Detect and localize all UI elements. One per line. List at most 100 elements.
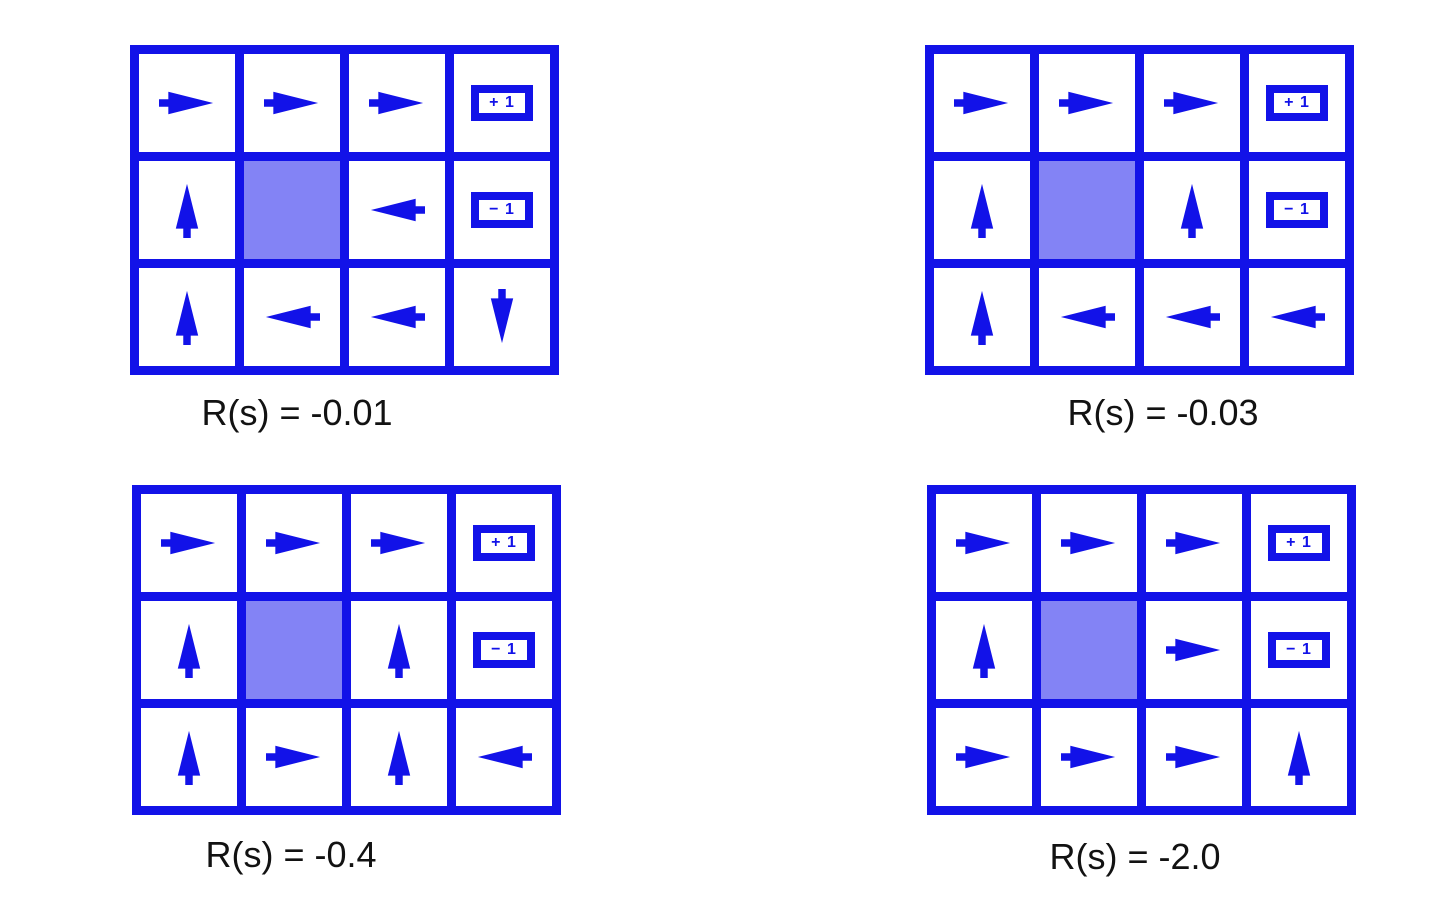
policy-arrow-left-icon: [370, 198, 425, 222]
policy-arrow-up-icon: [970, 183, 994, 238]
grid2-cell-r2c4-terminal-minus1: − 1: [1249, 161, 1345, 259]
grid2-cell-r2c3-policy-up: [1144, 161, 1240, 259]
policy-arrow-down-icon: [490, 289, 514, 344]
policy-arrow-right-icon: [371, 531, 426, 555]
policy-arrow-right-icon: [1166, 531, 1221, 555]
grid2-cell-r3c1-policy-up: [934, 268, 1030, 366]
grid1-cell-r3c4-policy-down: [454, 268, 550, 366]
gridworld-policy-r-2.0: + 1 − 1: [927, 485, 1356, 815]
grid1-cell-r3c2-policy-left: [244, 268, 340, 366]
grid2-cell-r1c2-policy-right: [1039, 54, 1135, 152]
grid1-cell-r3c3-policy-left: [349, 268, 445, 366]
grid2-cell-r3c3-policy-left: [1144, 268, 1240, 366]
policy-arrow-left-icon: [1270, 305, 1325, 329]
grid1-cell-r2c1-policy-up: [139, 161, 235, 259]
policy-arrow-right-icon: [1164, 91, 1219, 115]
plus-one-terminal-badge: + 1: [1266, 85, 1328, 121]
policy-arrow-right-icon: [266, 531, 321, 555]
grid3-cell-r3c4-policy-left: [456, 708, 552, 806]
policy-arrow-up-icon: [970, 290, 994, 345]
grid4-cell-r2c2-blocked: [1041, 601, 1137, 699]
policy-arrow-right-icon: [1166, 638, 1221, 662]
policy-arrow-right-icon: [1166, 745, 1221, 769]
grid1-cell-r2c4-terminal-minus1: − 1: [454, 161, 550, 259]
policy-arrow-right-icon: [1061, 745, 1116, 769]
policy-arrow-right-icon: [956, 745, 1011, 769]
grid3-cell-r2c1-policy-up: [141, 601, 237, 699]
policy-arrow-left-icon: [1060, 305, 1115, 329]
policy-arrow-left-icon: [1165, 305, 1220, 329]
policy-arrow-up-icon: [1180, 183, 1204, 238]
policy-arrow-right-icon: [956, 531, 1011, 555]
minus-one-terminal-badge: − 1: [471, 192, 533, 228]
plus-one-terminal-badge: + 1: [471, 85, 533, 121]
policy-arrow-right-icon: [1059, 91, 1114, 115]
grid3-cell-r3c3-policy-up: [351, 708, 447, 806]
gridworld-policy-r-0.4: + 1 − 1: [132, 485, 561, 815]
policy-arrow-right-icon: [161, 531, 216, 555]
policy-arrow-up-icon: [177, 623, 201, 678]
grid4-cell-r1c4-terminal-plus1: + 1: [1251, 494, 1347, 592]
grid2-cell-r3c4-policy-left: [1249, 268, 1345, 366]
caption-r-2.0: R(s) = -2.0: [1049, 836, 1221, 877]
grid1-cell-r2c2-blocked: [244, 161, 340, 259]
grid2-cell-r2c1-policy-up: [934, 161, 1030, 259]
grid2-cell-r1c4-terminal-plus1: + 1: [1249, 54, 1345, 152]
grid4-cell-r2c4-terminal-minus1: − 1: [1251, 601, 1347, 699]
grid3-cell-r1c3-policy-right: [351, 494, 447, 592]
grid3-cell-r1c2-policy-right: [246, 494, 342, 592]
caption-r-0.01: R(s) = -0.01: [201, 392, 393, 433]
grid1-cell-r1c3-policy-right: [349, 54, 445, 152]
grid4-cell-r3c1-policy-right: [936, 708, 1032, 806]
policy-arrow-up-icon: [177, 730, 201, 785]
minus-one-terminal-badge: − 1: [1266, 192, 1328, 228]
grid4-cell-r3c2-policy-right: [1041, 708, 1137, 806]
grid3-cell-r3c2-policy-right: [246, 708, 342, 806]
minus-one-terminal-badge: − 1: [1268, 632, 1330, 668]
minus-one-terminal-badge: − 1: [473, 632, 535, 668]
grid4-cell-r1c3-policy-right: [1146, 494, 1242, 592]
grid1-cell-r1c1-policy-right: [139, 54, 235, 152]
grid2-cell-r3c2-policy-left: [1039, 268, 1135, 366]
caption-r-0.03: R(s) = -0.03: [1067, 392, 1259, 433]
grid4-cell-r3c3-policy-right: [1146, 708, 1242, 806]
grid1-cell-r1c4-terminal-plus1: + 1: [454, 54, 550, 152]
grid3-cell-r3c1-policy-up: [141, 708, 237, 806]
policy-arrow-up-icon: [175, 290, 199, 345]
grid4-cell-r2c1-policy-up: [936, 601, 1032, 699]
grid1-cell-r1c2-policy-right: [244, 54, 340, 152]
grid2-cell-r1c1-policy-right: [934, 54, 1030, 152]
grid4-cell-r1c1-policy-right: [936, 494, 1032, 592]
gridworld-policy-r-0.01: + 1 − 1: [130, 45, 559, 375]
grid3-cell-r1c1-policy-right: [141, 494, 237, 592]
policy-arrow-right-icon: [159, 91, 214, 115]
grid4-cell-r1c2-policy-right: [1041, 494, 1137, 592]
policy-arrow-up-icon: [387, 730, 411, 785]
policy-arrow-up-icon: [1287, 730, 1311, 785]
grid2-cell-r2c2-blocked: [1039, 161, 1135, 259]
grid2-cell-r1c3-policy-right: [1144, 54, 1240, 152]
policy-arrow-right-icon: [266, 745, 321, 769]
grid1-cell-r3c1-policy-up: [139, 268, 235, 366]
grid3-cell-r2c2-blocked: [246, 601, 342, 699]
policy-arrow-left-icon: [477, 745, 532, 769]
policy-arrow-up-icon: [387, 623, 411, 678]
policy-arrow-right-icon: [1061, 531, 1116, 555]
grid1-cell-r2c3-policy-left: [349, 161, 445, 259]
policy-arrow-right-icon: [954, 91, 1009, 115]
policy-arrow-right-icon: [369, 91, 424, 115]
policy-arrow-right-icon: [264, 91, 319, 115]
grid3-cell-r2c3-policy-up: [351, 601, 447, 699]
caption-r-0.4: R(s) = -0.4: [205, 834, 377, 875]
policy-arrow-up-icon: [175, 183, 199, 238]
gridworld-policy-r-0.03: + 1 − 1: [925, 45, 1354, 375]
grid3-cell-r2c4-terminal-minus1: − 1: [456, 601, 552, 699]
grid3-cell-r1c4-terminal-plus1: + 1: [456, 494, 552, 592]
grid4-cell-r2c3-policy-right: [1146, 601, 1242, 699]
policy-arrow-up-icon: [972, 623, 996, 678]
policy-arrow-left-icon: [370, 305, 425, 329]
grid4-cell-r3c4-policy-up: [1251, 708, 1347, 806]
plus-one-terminal-badge: + 1: [1268, 525, 1330, 561]
policy-arrow-left-icon: [265, 305, 320, 329]
plus-one-terminal-badge: + 1: [473, 525, 535, 561]
